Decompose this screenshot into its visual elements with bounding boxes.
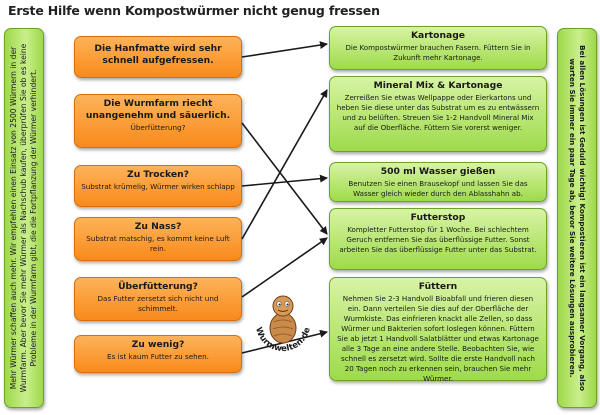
solution-body: Kompletter Futterstop für 1 Woche. Bei s…: [339, 225, 537, 254]
wurmwelten-logo: Wurmwelten.de: [253, 295, 313, 354]
problem-title: Überfütterung?: [118, 281, 198, 292]
solution-box-feeding-stop: Futterstop Kompletter Futterstop für 1 W…: [329, 208, 547, 270]
problem-subtitle: Überfütterung?: [130, 123, 186, 132]
problem-box-too-dry: Zu Trocken? Substrat krümelig, Würmer wi…: [74, 165, 242, 207]
problem-box-too-wet: Zu Nass? Substrat matschig, es kommt kei…: [74, 217, 242, 261]
solution-body: Nehmen Sie 2-3 Handvoll Bioabfall und fr…: [337, 294, 539, 383]
right-info-panel: Bei allen Lösungen ist Geduld wichtig! K…: [557, 28, 597, 408]
problem-title: Zu Trocken?: [127, 169, 189, 180]
left-info-panel: Mehr Würmer schaffen auch mehr. Wir empf…: [4, 28, 44, 408]
problem-title: Die Hanfmatte wird sehr schnell aufgefre…: [94, 43, 222, 66]
problem-subtitle: Substrat krümelig, Würmer wirken schlapp: [81, 182, 235, 191]
problem-box-hemp-mat: Die Hanfmatte wird sehr schnell aufgefre…: [74, 36, 242, 78]
problem-box-too-little: Zu wenig? Es ist kaum Futter zu sehen.: [74, 335, 242, 373]
solution-box-mineral-mix: Mineral Mix & Kartonage Zerreißen Sie et…: [329, 76, 547, 152]
arrow-dry-to-water: [241, 174, 328, 187]
left-info-text: Mehr Würmer schaffen auch mehr. Wir empf…: [9, 43, 38, 393]
solution-box-water: 500 ml Wasser gießen Benutzen Sie einen …: [329, 162, 547, 202]
problem-subtitle: Das Futter zersetzt sich nicht und schim…: [97, 294, 219, 313]
arrow-smell-to-feeding-stop: [241, 122, 328, 235]
diagram-title: Erste Hilfe wenn Kompostwürmer nicht gen…: [8, 3, 380, 18]
solution-title: Futterstop: [410, 212, 466, 223]
solution-body: Zerreißen Sie etwas Wellpappe oder Eierk…: [336, 93, 540, 132]
solution-title: 500 ml Wasser gießen: [380, 166, 496, 177]
problem-title: Zu wenig?: [131, 339, 185, 350]
arrow-hemp-to-cardboard: [241, 41, 328, 58]
problem-box-overfeeding: Überfütterung? Das Futter zersetzt sich …: [74, 277, 242, 321]
solution-title: Mineral Mix & Kartonage: [373, 80, 503, 91]
solution-body: Benutzen Sie einen Brausekopf und lassen…: [348, 179, 528, 198]
solution-title: Füttern: [418, 281, 458, 292]
problem-title: Die Wurmfarm riecht unangenehm und säuer…: [85, 98, 231, 121]
problem-subtitle: Es ist kaum Futter zu sehen.: [107, 352, 209, 361]
right-info-text: Bei allen Lösungen ist Geduld wichtig! K…: [568, 45, 587, 391]
problem-title: Zu Nass?: [134, 221, 182, 232]
problem-box-smell: Die Wurmfarm riecht unangenehm und säuer…: [74, 94, 242, 148]
solution-box-cardboard: Kartonage Die Kompostwürmer brauchen Fas…: [329, 26, 547, 70]
solution-box-feeding: Füttern Nehmen Sie 2-3 Handvoll Bioabfal…: [329, 277, 547, 383]
arrow-wet-to-mineral-mix: [241, 89, 328, 240]
solution-body: Die Kompostwürmer brauchen Fasern. Fütte…: [345, 43, 531, 62]
solution-title: Kartonage: [410, 30, 466, 41]
problem-subtitle: Substrat matschig, es kommt keine Luft r…: [86, 234, 230, 253]
